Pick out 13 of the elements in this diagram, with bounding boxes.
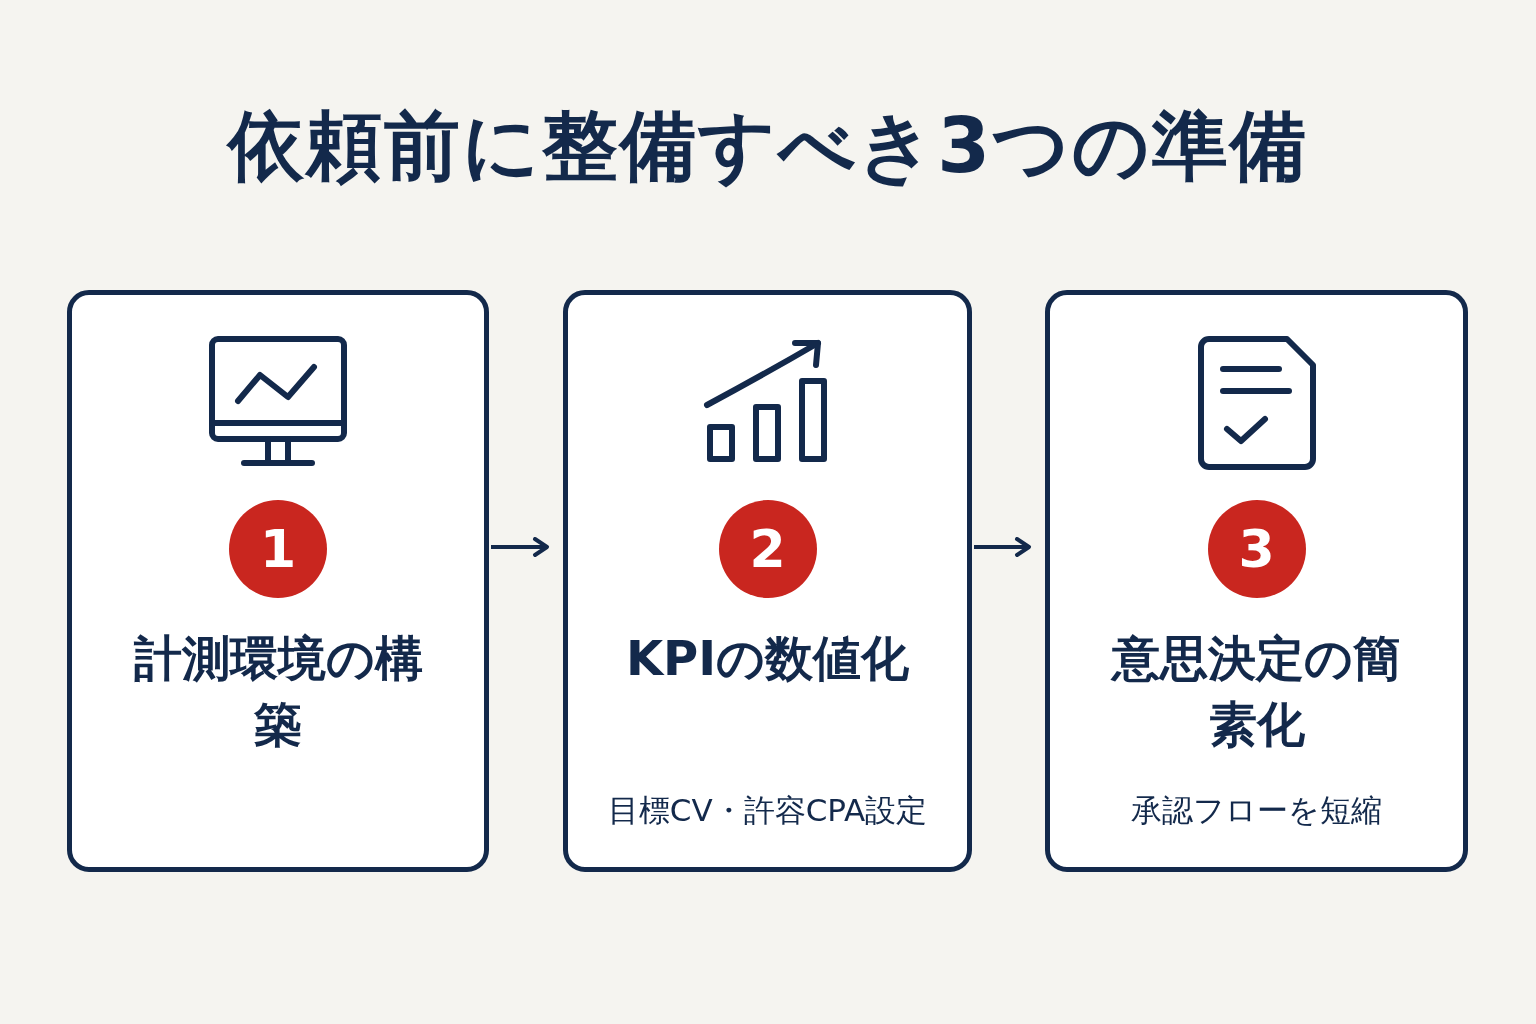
arrow <box>491 537 549 557</box>
step-heading: 計測環境の構築 <box>133 629 423 755</box>
step-heading: 意思決定の簡素化 <box>1111 629 1402 755</box>
step-card <box>1045 290 1468 872</box>
step-heading: KPIの数値化 <box>624 629 911 688</box>
arrow <box>974 537 1031 557</box>
step-description: 承認フローを短縮 <box>1130 791 1383 830</box>
number-badge: 2 <box>718 500 817 598</box>
number-badge: 1 <box>229 500 327 598</box>
step-card <box>563 290 972 872</box>
number-badge: 3 <box>1207 500 1306 598</box>
step-description: 目標CV・許容CPA設定 <box>606 791 929 830</box>
step-card <box>67 290 489 872</box>
